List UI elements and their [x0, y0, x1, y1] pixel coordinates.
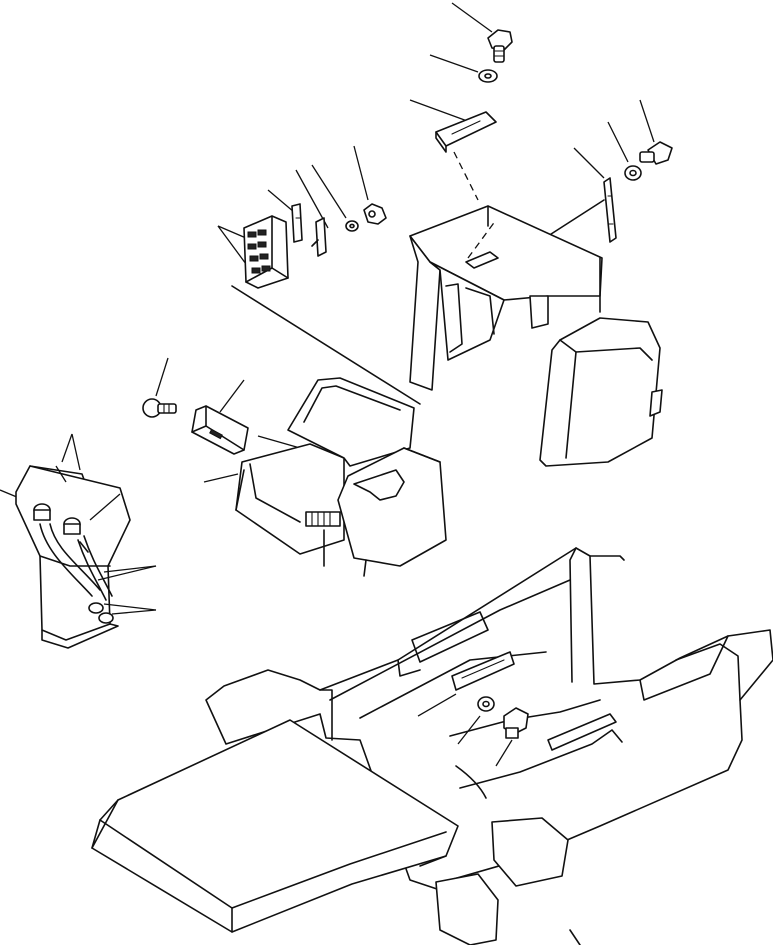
clamp	[353, 145, 387, 225]
side-panel-right	[539, 317, 663, 467]
frame-washer	[457, 696, 495, 745]
dash-housing	[203, 377, 447, 577]
bolt-top	[451, 2, 513, 63]
hose-pipes	[39, 523, 157, 601]
frame-bolt	[495, 707, 529, 767]
frame-bracket	[417, 651, 515, 717]
washer-top	[429, 54, 498, 83]
bracket-right	[547, 147, 617, 243]
bolt-left	[142, 357, 177, 418]
mounting-bracket-top	[409, 99, 497, 201]
clamp-washer	[311, 164, 359, 232]
controller-box	[191, 379, 249, 455]
cover-bracket	[295, 169, 329, 257]
floor-plate	[91, 719, 581, 945]
grommets	[33, 465, 157, 624]
bolt-right	[639, 99, 673, 165]
cab-cover-assembly	[409, 205, 603, 391]
washer-right	[607, 121, 642, 181]
relay-box	[217, 215, 421, 405]
mounting-stay	[267, 189, 303, 243]
